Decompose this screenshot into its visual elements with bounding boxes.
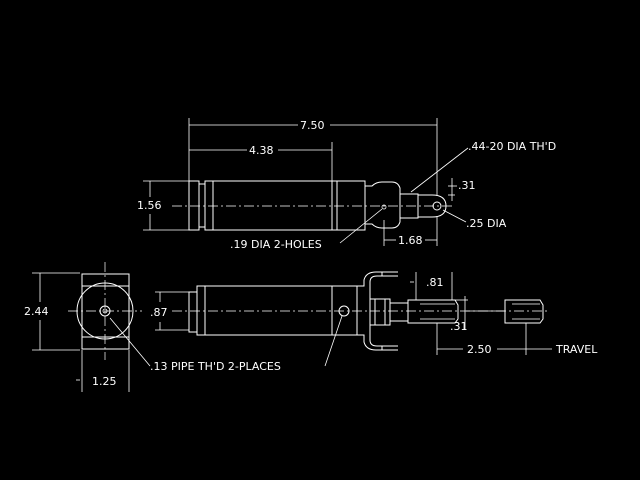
mount-hole-icon xyxy=(381,204,387,210)
dim-overall-length: 7.50 xyxy=(300,119,325,132)
front-bracket xyxy=(356,271,383,351)
dim-travel-value: 2.50 xyxy=(467,343,492,356)
cylinder-body-side xyxy=(196,285,358,336)
dim-clevis-gap: .31 xyxy=(450,320,468,333)
cylinder-body xyxy=(204,180,366,231)
side-view: .87 .13 PIPE TH'D 2-PLACES .81 .31 2.50 … xyxy=(109,271,598,373)
dim-body-diameter: 1.56 xyxy=(137,199,162,212)
front-head xyxy=(364,181,401,229)
dim-bracket-height: 2.44 xyxy=(24,305,49,318)
mount-nut xyxy=(369,298,391,326)
clevis-extended xyxy=(504,299,544,324)
note-pin-diameter: .25 DIA xyxy=(466,217,507,230)
end-view: 2.44 1.25 xyxy=(24,262,142,392)
note-pipe-ports: .13 PIPE TH'D 2-PLACES xyxy=(150,360,281,373)
dim-bracket-offset: .81 xyxy=(426,276,444,289)
dim-bracket-width: 1.25 xyxy=(92,375,117,388)
note-rod-thread: .44-20 DIA TH'D xyxy=(468,140,556,153)
dim-travel-label: TRAVEL xyxy=(555,343,598,356)
dim-port-diameter: .87 xyxy=(150,306,168,319)
piston-rod-side xyxy=(389,302,409,322)
mount-bracket xyxy=(81,273,130,350)
dim-body-length: 4.38 xyxy=(249,144,274,157)
note-mount-holes: .19 DIA 2-HOLES xyxy=(230,238,322,251)
dim-rod-end-length: 1.68 xyxy=(398,234,423,247)
dim-clevis-offset: .31 xyxy=(458,179,476,192)
top-view: 7.50 4.38 1.56 .44-20 DIA TH'D .31 .25 D… xyxy=(137,118,556,251)
end-cap xyxy=(188,180,200,231)
